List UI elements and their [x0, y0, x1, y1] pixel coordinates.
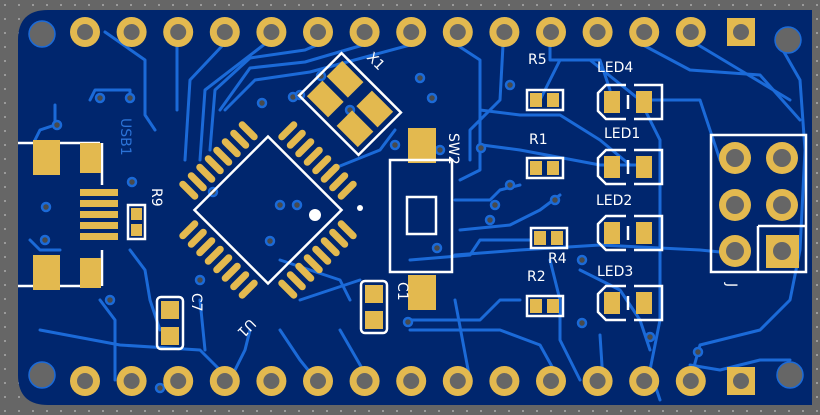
pin-hole [589, 373, 606, 389]
resistor-r5 [525, 88, 565, 112]
chip-pad [196, 163, 216, 183]
chip-pad [278, 279, 298, 299]
chip-pad [329, 172, 349, 192]
chip-pad [312, 245, 332, 265]
chip-pad [320, 237, 340, 257]
pin-hole [77, 373, 93, 389]
label-sw2: SW2 [445, 133, 461, 165]
led-footprint [596, 284, 664, 322]
chip-pad [337, 180, 357, 200]
label-c7: C7 [188, 293, 204, 312]
label-led2: LED2 [596, 193, 632, 209]
chip-pad [320, 163, 340, 183]
pin-hole [636, 373, 653, 389]
resistor-r2 [525, 294, 565, 318]
chip-pad [221, 138, 241, 158]
pin-hole [449, 24, 466, 40]
pin-hole [449, 373, 466, 389]
resistor-r9 [126, 203, 147, 241]
chip-u1 [179, 121, 363, 299]
label-r9: R9 [148, 188, 164, 207]
connector-j [709, 133, 808, 274]
label-r2: R2 [527, 269, 546, 285]
pin-hole [496, 373, 513, 389]
pin-hole [403, 24, 420, 40]
crystal-x1 [297, 51, 403, 157]
chip-pad [303, 254, 323, 274]
chip-pad [230, 129, 250, 149]
resistor-r1 [525, 156, 565, 180]
chip-pad [303, 146, 323, 166]
label-c1: C1 [394, 282, 410, 301]
pin-hole [733, 373, 749, 389]
pin-hole [543, 24, 559, 40]
pin-hole [77, 24, 93, 40]
capacitor-c7 [155, 295, 185, 351]
chip-pad [179, 180, 199, 200]
pin-hole [403, 373, 420, 389]
pin-hole [216, 24, 233, 40]
chip-pad [337, 220, 357, 240]
label-led4: LED4 [597, 60, 633, 76]
chip-pad [286, 129, 306, 149]
pin-hole [356, 24, 373, 40]
led-footprint [596, 148, 664, 186]
chip-pad [187, 228, 207, 248]
label-usb1: USB1 [117, 118, 133, 156]
chip-pad [286, 271, 306, 291]
chip-pad [213, 146, 233, 166]
label-led3: LED3 [597, 264, 633, 280]
usb-connector [18, 140, 118, 290]
pin-hole [682, 24, 699, 40]
label-r5: R5 [528, 52, 547, 68]
pin-hole [682, 373, 699, 389]
chip-pad [230, 271, 250, 291]
pin-hole [356, 373, 373, 389]
pin-hole [263, 24, 280, 40]
pin-hole [263, 373, 280, 389]
pin-hole [589, 24, 606, 40]
chip-pad [204, 155, 224, 175]
pin-hole [170, 24, 187, 40]
chip-pad [179, 220, 199, 240]
pin-hole [123, 373, 140, 389]
pin-hole [543, 373, 559, 389]
label-j: J [723, 282, 739, 287]
chip-pad [312, 155, 332, 175]
chip-pad [221, 262, 241, 282]
chip-pad [278, 121, 298, 141]
copper-traces [28, 30, 807, 402]
mounting-holes [28, 20, 804, 389]
led-footprint [596, 214, 664, 252]
pin-hole [216, 373, 233, 389]
chip-pad [295, 262, 315, 282]
led-footprint [596, 83, 664, 121]
chip-pad [187, 172, 207, 192]
resistor-r4 [529, 226, 569, 250]
pin-hole [733, 24, 749, 40]
chip-pad [196, 237, 216, 257]
pin-hole [123, 24, 140, 40]
pin-hole [170, 373, 187, 389]
chip-pad [238, 121, 258, 141]
pin-hole [496, 24, 513, 40]
chip-pad [329, 228, 349, 248]
pin-hole [310, 24, 326, 40]
label-led1: LED1 [604, 126, 640, 142]
label-r1: R1 [529, 132, 548, 148]
chip-pad [204, 245, 224, 265]
label-r4: R4 [548, 251, 567, 267]
pin-hole [310, 373, 326, 389]
pin-hole [636, 24, 653, 40]
chip-pad [213, 254, 233, 274]
chip-pad [295, 138, 315, 158]
chip-pad [238, 279, 258, 299]
pin-headers [70, 17, 755, 396]
capacitor-c1 [359, 279, 389, 335]
switch-sw2 [388, 128, 454, 310]
